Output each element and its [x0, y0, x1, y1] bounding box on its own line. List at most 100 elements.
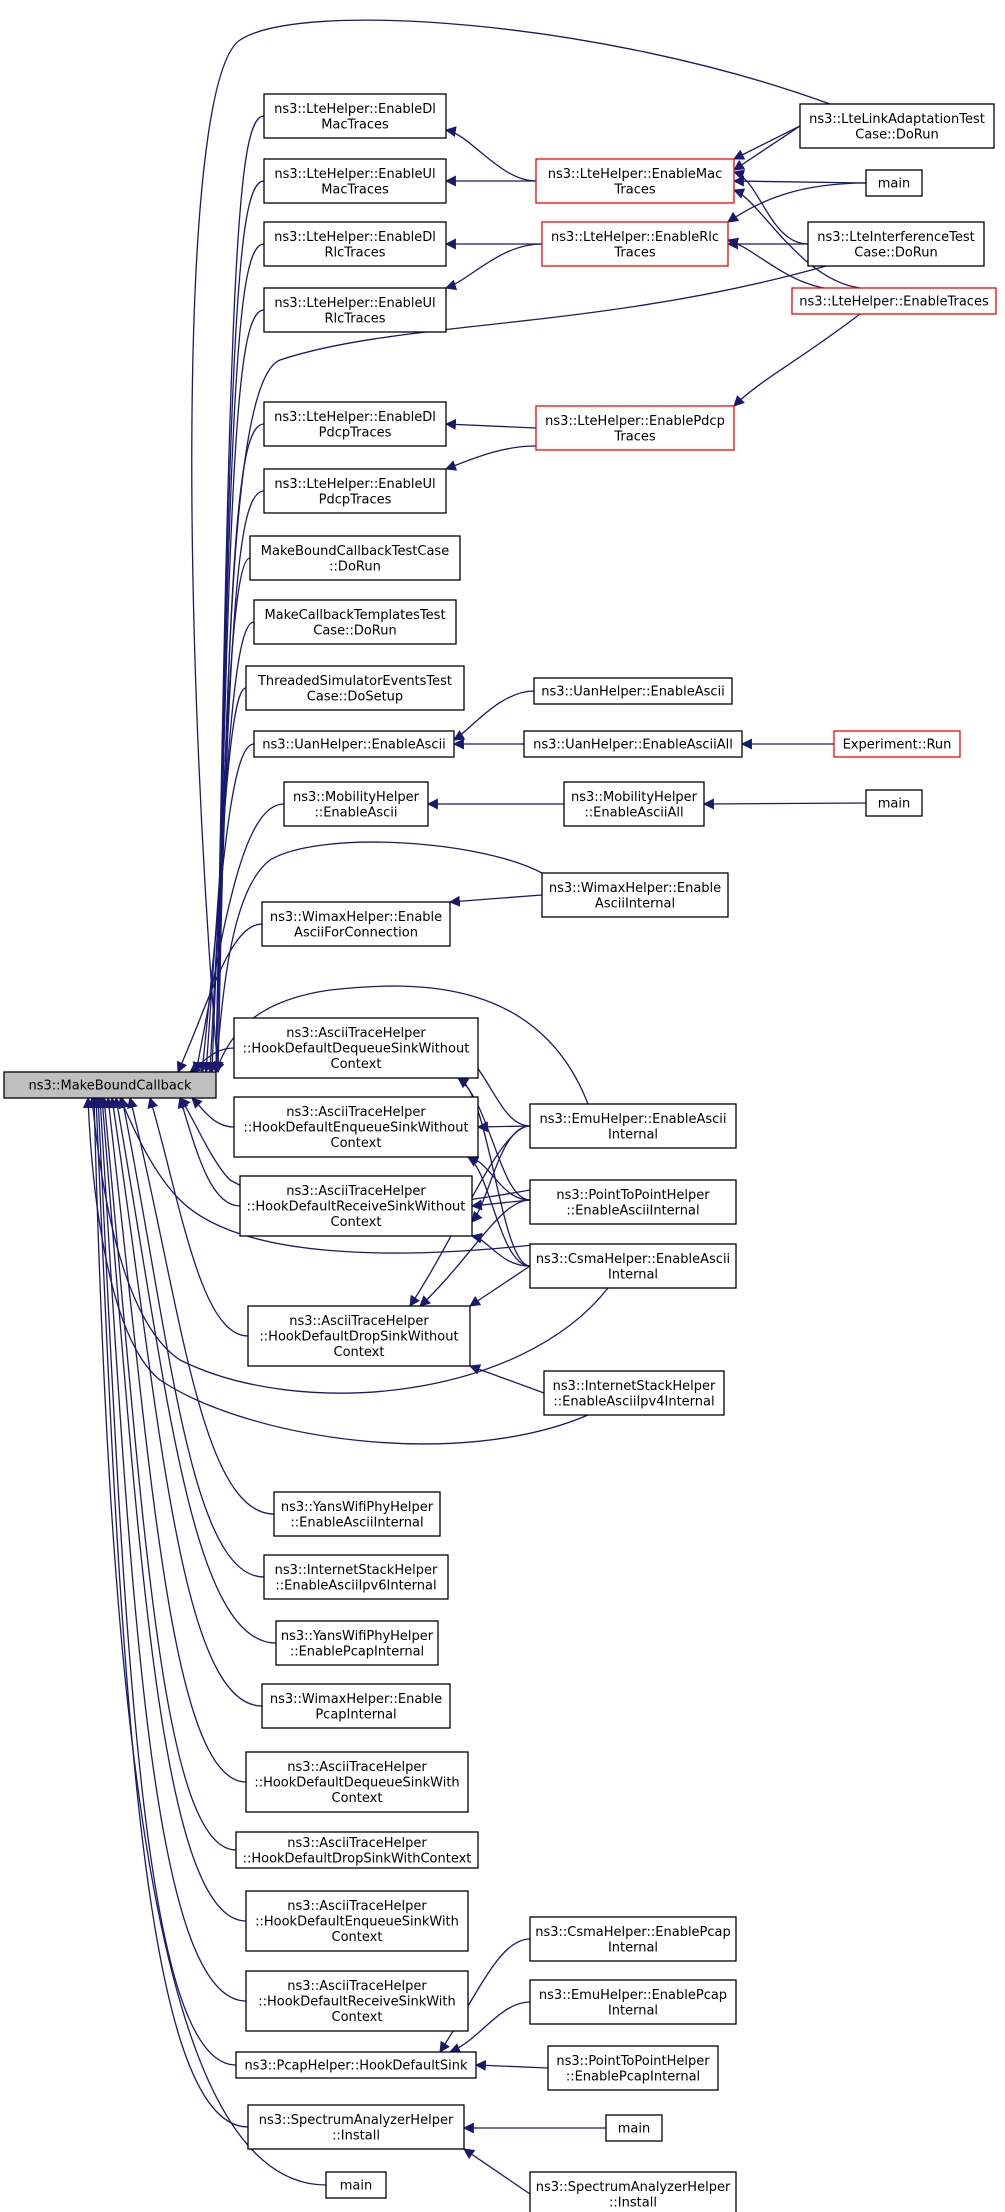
node-p2p-pcap[interactable]: ns3::PointToPointHelper::EnablePcapInter…	[547, 2045, 719, 2091]
node-atr-drop-wo[interactable]: ns3::AsciiTraceHelper::HookDefaultDropSi…	[247, 1305, 471, 1367]
node-label: ns3::WimaxHelper::Enable	[270, 910, 442, 925]
node-box	[541, 872, 729, 918]
call-edge	[201, 687, 247, 1074]
node-label: RlcTraces	[324, 245, 385, 260]
node-label: ::EnablePcapInternal	[566, 2069, 700, 2084]
node-label: Case::DoRun	[855, 127, 938, 142]
node-label: ns3::PointToPointHelper	[556, 1188, 710, 1203]
call-edge	[453, 690, 535, 741]
node-box	[245, 665, 465, 711]
node-uan-ascii[interactable]: ns3::UanHelper::EnableAscii	[253, 730, 455, 758]
node-box	[833, 730, 961, 758]
call-edge	[467, 1156, 531, 1267]
node-box	[275, 1620, 439, 1666]
node-inet-ipv6[interactable]: ns3::InternetStackHelper::EnableAsciiIpv…	[263, 1554, 449, 1600]
node-box	[325, 2171, 387, 2199]
node-wimax-ascii-conn[interactable]: ns3::WimaxHelper::EnableAsciiForConnecti…	[261, 901, 451, 947]
node-label: ::Install	[609, 2195, 657, 2210]
node-label: ::EnableAsciiInternal	[290, 1515, 423, 1530]
node-atr-deq-w[interactable]: ns3::AsciiTraceHelper::HookDefaultDequeu…	[245, 1751, 469, 1813]
node-label: ::HookDefaultReceiveSinkWithout	[247, 1200, 466, 1215]
node-label: ::HookDefaultReceiveSinkWith	[258, 1995, 456, 2010]
node-emu-pcap[interactable]: ns3::EmuHelper::EnablePcapInternal	[529, 1979, 737, 2025]
call-edge	[448, 2001, 531, 2054]
node-label: ns3::LteLinkAdaptationTest	[809, 112, 985, 127]
node-box	[253, 599, 457, 645]
node-label: Internal	[608, 2003, 658, 2018]
node-box	[807, 221, 985, 267]
node-label: Context	[334, 1345, 385, 1360]
node-wimax-pcap[interactable]: ns3::WimaxHelper::EnablePcapInternal	[261, 1683, 451, 1729]
node-root[interactable]: ns3::MakeBoundCallback	[3, 1071, 217, 1099]
call-edge	[210, 243, 265, 1074]
node-label: ThreadedSimulatorEventsTest	[257, 674, 452, 689]
node-label: PdcpTraces	[319, 425, 392, 440]
node-mob-ascii-all[interactable]: ns3::MobilityHelper::EnableAsciiAll	[563, 781, 705, 827]
node-exp-run[interactable]: Experiment::Run	[833, 730, 961, 758]
node-box	[263, 158, 447, 204]
node-atr-deq-wo[interactable]: ns3::AsciiTraceHelper::HookDefaultDequeu…	[233, 1017, 479, 1079]
node-label: Internal	[608, 1940, 658, 1955]
call-edge	[444, 445, 537, 471]
node-box	[529, 1916, 737, 1962]
node-lte-traces[interactable]: ns3::LteHelper::EnableTraces	[791, 287, 997, 315]
node-main-d[interactable]: main	[865, 789, 923, 817]
node-label: ns3::WimaxHelper::Enable	[270, 1692, 442, 1707]
node-label: Traces	[613, 182, 655, 197]
node-p2p-ascii[interactable]: ns3::PointToPointHelper::EnableAsciiInte…	[529, 1179, 737, 1225]
call-edge	[732, 169, 809, 245]
node-atr-rcv-w[interactable]: ns3::AsciiTraceHelper::HookDefaultReceiv…	[245, 1970, 469, 2032]
node-inet-ipv4[interactable]: ns3::InternetStackHelper::EnableAsciiIpv…	[543, 1370, 725, 1416]
node-label: main	[878, 797, 910, 812]
node-label: main	[878, 177, 910, 192]
node-atr-drop-w[interactable]: ns3::AsciiTraceHelper::HookDefaultDropSi…	[235, 1831, 479, 1869]
node-label: ns3::AsciiTraceHelper	[286, 1026, 426, 1041]
node-emu-ascii[interactable]: ns3::EmuHelper::EnableAsciiInternal	[529, 1103, 737, 1149]
node-box	[865, 169, 923, 197]
node-yans-ascii[interactable]: ns3::YansWifiPhyHelper::EnableAsciiInter…	[273, 1491, 441, 1537]
call-edge	[97, 1096, 247, 1922]
node-main-c[interactable]: main	[865, 169, 923, 197]
node-csma-ascii[interactable]: ns3::CsmaHelper::EnableAsciiInternal	[529, 1243, 737, 1289]
node-uan-ascii2[interactable]: ns3::UanHelper::EnableAscii	[533, 677, 733, 705]
call-edge	[191, 1097, 235, 1128]
node-spec-install2[interactable]: ns3::SpectrumAnalyzerHelper::Install	[529, 2171, 737, 2212]
call-edge	[463, 2148, 531, 2195]
node-uan-ascii-all[interactable]: ns3::UanHelper::EnableAsciiAll	[523, 730, 743, 758]
node-label: ::EnableAsciiInternal	[566, 1203, 699, 1218]
node-mob-ascii[interactable]: ns3::MobilityHelper::EnableAscii	[283, 781, 429, 827]
node-label: ns3::LteHelper::EnableDl	[274, 410, 436, 425]
node-atr-enq-wo[interactable]: ns3::AsciiTraceHelper::HookDefaultEnqueu…	[233, 1096, 479, 1158]
node-box	[235, 2051, 477, 2079]
node-atr-enq-w[interactable]: ns3::AsciiTraceHelper::HookDefaultEnqueu…	[245, 1890, 469, 1952]
node-atr-rcv-wo[interactable]: ns3::AsciiTraceHelper::HookDefaultReceiv…	[239, 1175, 473, 1237]
call-edge	[444, 243, 543, 291]
node-label: ns3::CsmaHelper::EnableAscii	[536, 1252, 730, 1267]
node-spec-install[interactable]: ns3::SpectrumAnalyzerHelper::Install	[247, 2104, 465, 2150]
node-main-a[interactable]: main	[325, 2171, 387, 2199]
node-wimax-ascii-int[interactable]: ns3::WimaxHelper::EnableAsciiInternal	[541, 872, 729, 918]
node-yans-pcap[interactable]: ns3::YansWifiPhyHelper::EnablePcapIntern…	[275, 1620, 439, 1666]
node-label: ::EnablePcapInternal	[290, 1644, 424, 1659]
node-box	[605, 2114, 663, 2142]
node-pcap-hook[interactable]: ns3::PcapHelper::HookDefaultSink	[235, 2051, 477, 2079]
node-mbc-test[interactable]: MakeBoundCallbackTestCase::DoRun	[249, 535, 461, 581]
node-csma-pcap[interactable]: ns3::CsmaHelper::EnablePcapInternal	[529, 1916, 737, 1962]
node-label: ns3::SpectrumAnalyzerHelper	[536, 2180, 731, 2195]
node-main-b[interactable]: main	[605, 2114, 663, 2142]
node-box	[263, 93, 447, 139]
node-label: Context	[332, 1930, 383, 1945]
